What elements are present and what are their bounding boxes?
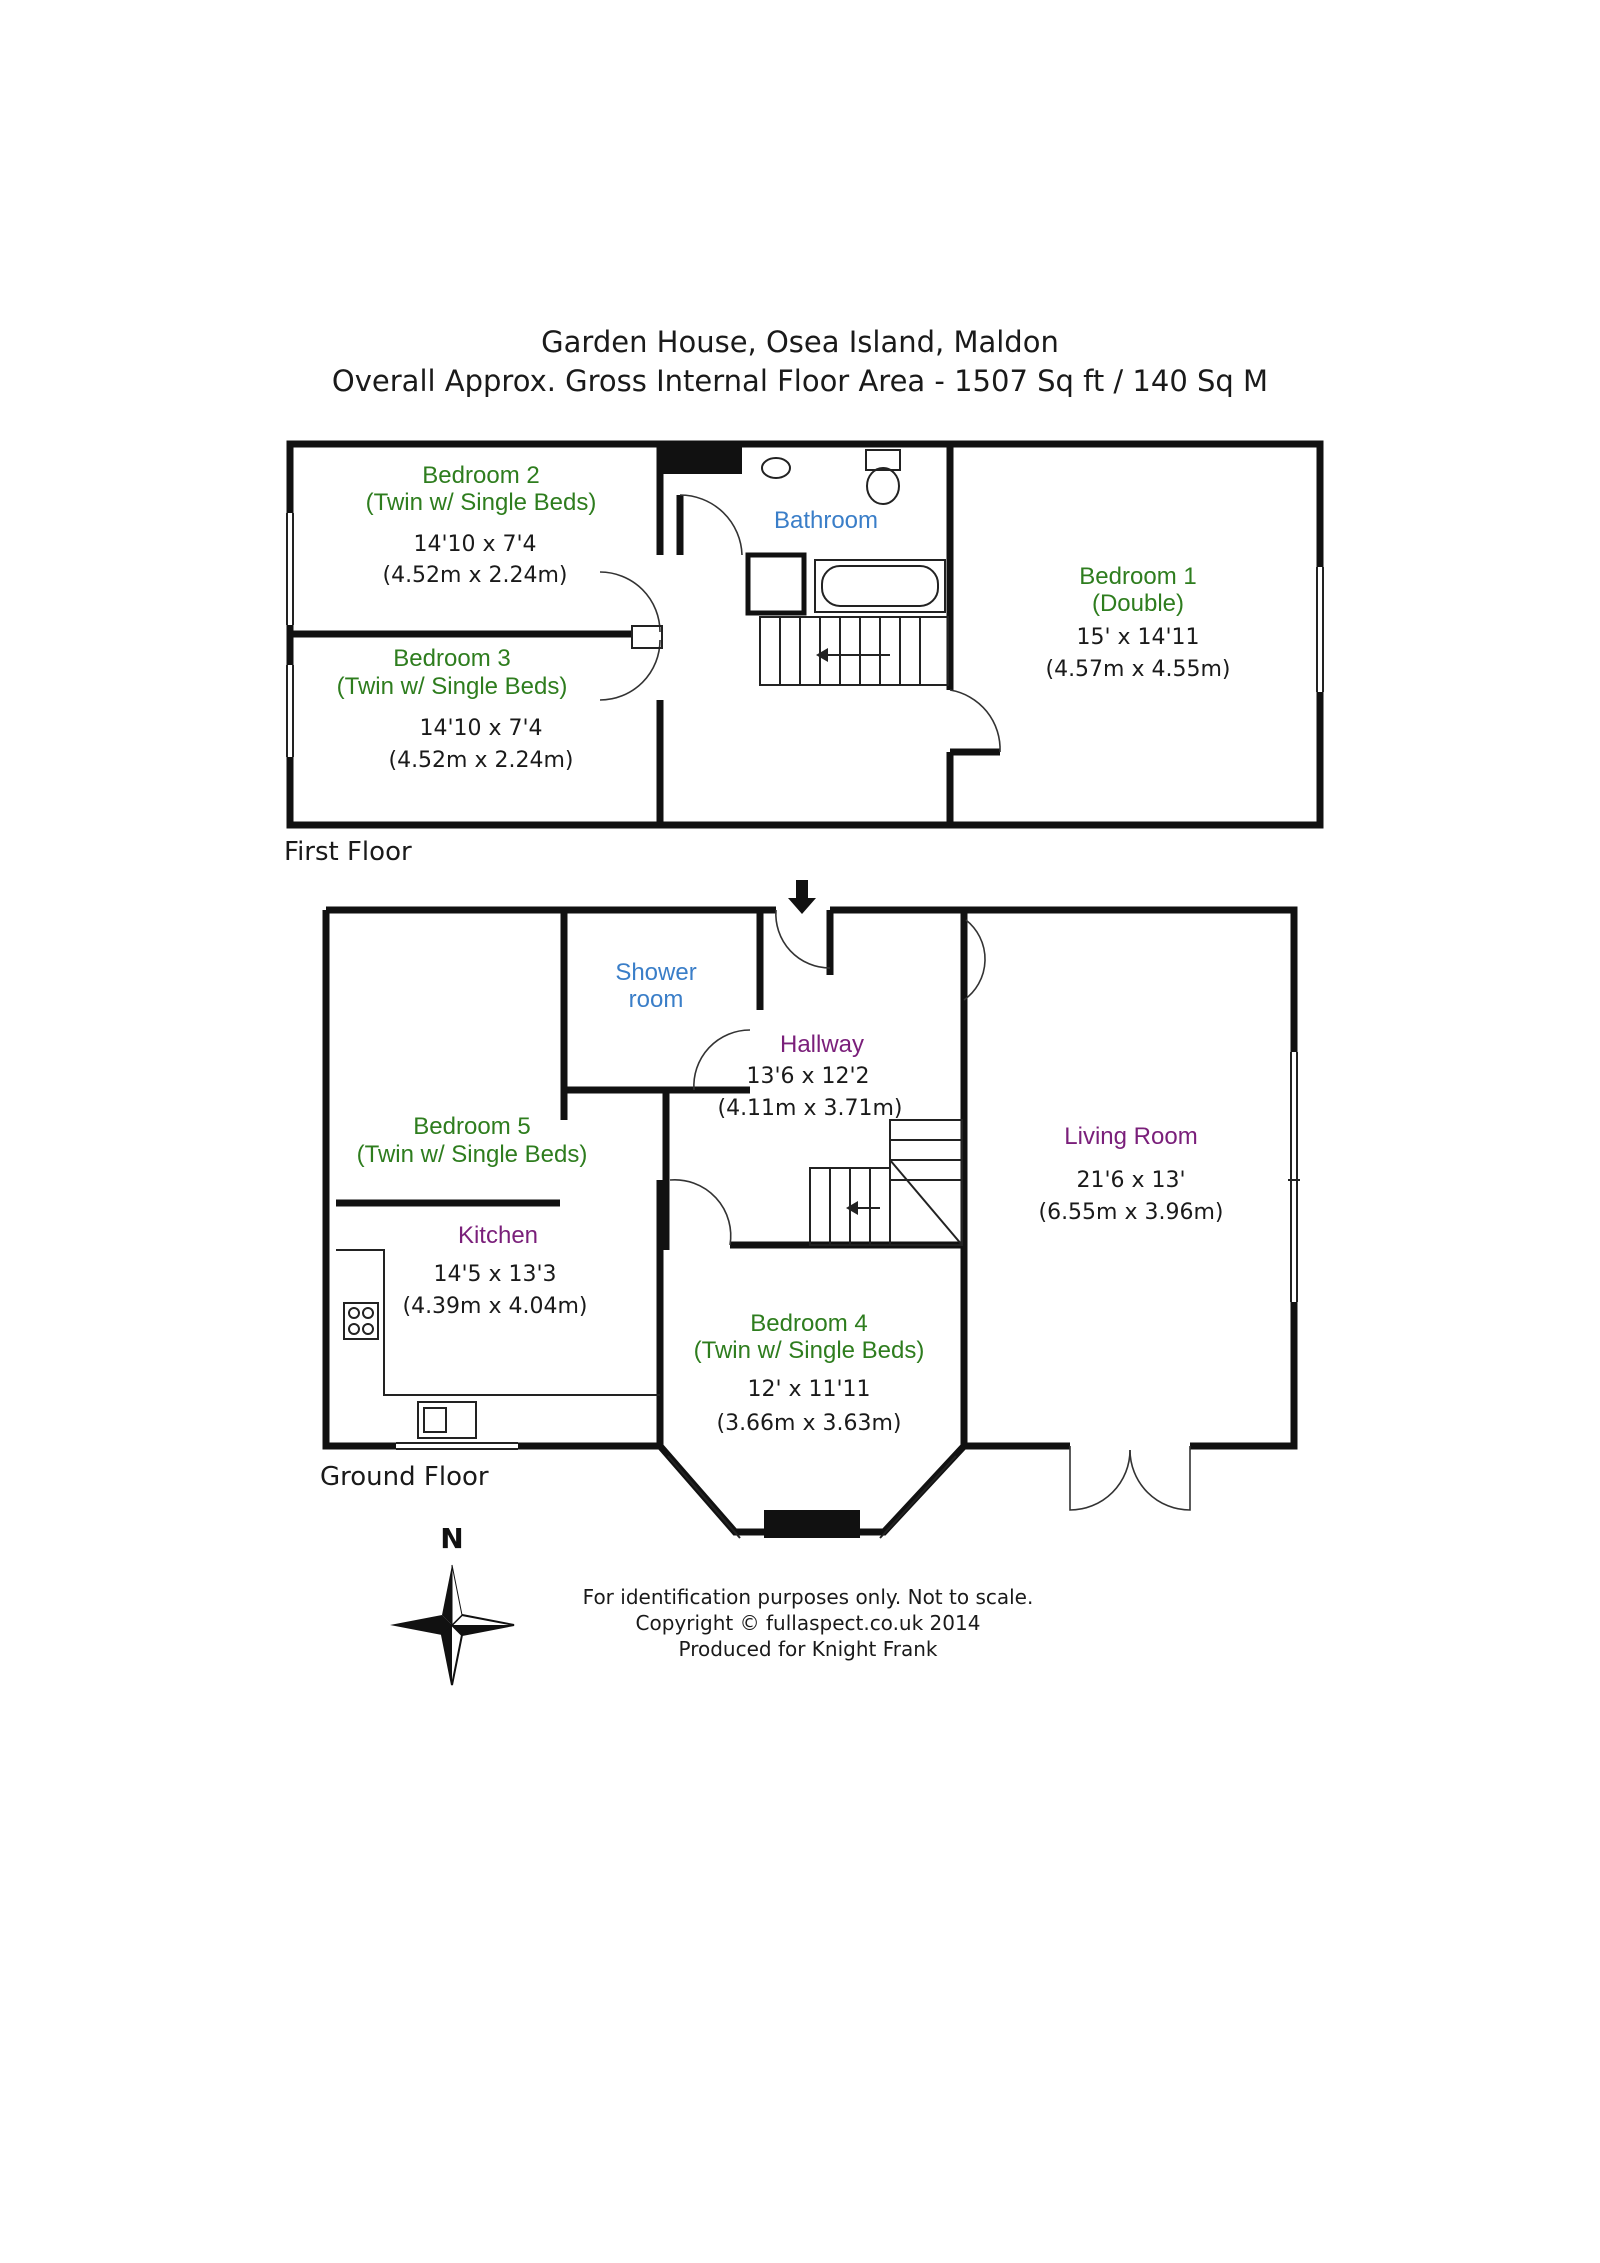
door-swing [679, 494, 743, 556]
door-swing [963, 919, 986, 1001]
ground-floor-label: Ground Floor [320, 1462, 489, 1492]
door-frame [631, 625, 663, 649]
bedroom-5-note: (Twin w/ Single Beds) [357, 1141, 588, 1168]
produced-for-text: Produced for Knight Frank [678, 1637, 937, 1661]
hallway-metric: (4.11m x 3.71m) [717, 1096, 902, 1121]
shower-cupboard [745, 552, 807, 616]
ground-floor-plan: Shower room Hallway 13'6 x 12'2 (4.11m x… [320, 880, 1300, 1539]
bedroom-3-metric: (4.52m x 2.24m) [388, 748, 573, 773]
bedroom-1-metric: (4.57m x 4.55m) [1045, 657, 1230, 682]
bedroom-2-note: (Twin w/ Single Beds) [366, 489, 597, 516]
bedroom-4-label: Bedroom 4 [750, 1310, 867, 1337]
first-floor-plan: Bedroom 2 (Twin w/ Single Beds) 14'10 x … [284, 440, 1326, 867]
plan-title: Garden House, Osea Island, Maldon [541, 325, 1059, 359]
french-door [1129, 1446, 1191, 1511]
wall [830, 906, 1298, 1450]
first-floor-label: First Floor [284, 837, 412, 867]
bedroom-1-label: Bedroom 1 [1079, 563, 1196, 590]
window [1314, 567, 1326, 692]
shower-room-label-line1: Shower [615, 959, 696, 986]
door-swing [669, 1179, 732, 1246]
compass-rose-icon: N [390, 1522, 515, 1686]
door-swing [599, 571, 661, 633]
hallway-label: Hallway [780, 1031, 864, 1058]
fireplace-block [764, 1510, 860, 1538]
copyright-text: Copyright © fullaspect.co.uk 2014 [636, 1611, 981, 1635]
living-room-label: Living Room [1064, 1123, 1197, 1150]
hob-icon [343, 1302, 379, 1340]
window [1288, 1052, 1300, 1302]
french-door [1069, 1446, 1131, 1511]
basin-icon [761, 457, 791, 479]
plan-subtitle: Overall Approx. Gross Internal Floor Are… [332, 364, 1268, 398]
kitchen-metric: (4.39m x 4.04m) [402, 1294, 587, 1319]
bedroom-3-label: Bedroom 3 [393, 645, 510, 672]
door-swing [599, 639, 661, 701]
bedroom-3-note: (Twin w/ Single Beds) [337, 673, 568, 700]
shower-room-label-line2: room [629, 986, 684, 1013]
bedroom-2-metric: (4.52m x 2.24m) [382, 563, 567, 588]
bedroom-4-metric: (3.66m x 3.63m) [716, 1411, 901, 1436]
wall [322, 910, 396, 1450]
toilet-icon [866, 467, 900, 505]
living-room-imperial: 21'6 x 13' [1076, 1168, 1185, 1193]
disclaimer-text: For identification purposes only. Not to… [583, 1585, 1034, 1609]
bedroom-3-imperial: 14'10 x 7'4 [419, 716, 542, 741]
window [396, 1440, 518, 1452]
window [284, 513, 296, 625]
bedroom-4-imperial: 12' x 11'11 [747, 1377, 870, 1402]
entrance-arrow-icon [788, 880, 816, 914]
door-swing [949, 689, 1001, 753]
bedroom-1-note: (Double) [1092, 590, 1184, 617]
compass-north-label: N [440, 1522, 463, 1555]
bedroom-4-note: (Twin w/ Single Beds) [694, 1337, 925, 1364]
kitchen-counter [336, 1249, 660, 1396]
window [284, 665, 296, 757]
sink-icon [417, 1401, 477, 1439]
bedroom-2-imperial: 14'10 x 7'4 [413, 532, 536, 557]
ground-floor-stairs [809, 1119, 963, 1246]
bedroom-1-imperial: 15' x 14'11 [1076, 625, 1199, 650]
bath-icon [814, 559, 946, 613]
entrance-door-swing [775, 909, 831, 969]
kitchen-label: Kitchen [458, 1222, 538, 1249]
living-room-metric: (6.55m x 3.96m) [1038, 1200, 1223, 1225]
chimney-block [660, 444, 742, 474]
first-floor-stairs [759, 616, 949, 686]
door-swing [693, 1029, 751, 1091]
bathroom-label: Bathroom [774, 507, 878, 534]
bedroom-5-label: Bedroom 5 [413, 1113, 530, 1140]
hallway-imperial: 13'6 x 12'2 [746, 1064, 869, 1089]
bedroom-2-label: Bedroom 2 [422, 462, 539, 489]
toilet-cistern-icon [865, 449, 901, 471]
kitchen-imperial: 14'5 x 13'3 [433, 1262, 556, 1287]
